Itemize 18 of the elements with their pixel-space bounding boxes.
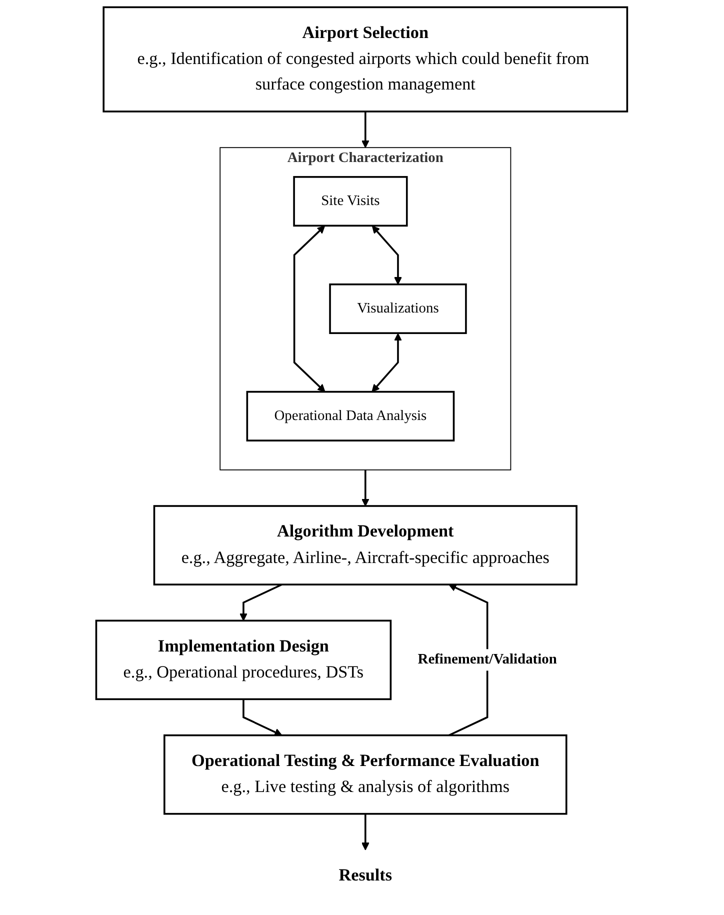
- arrow: [362, 470, 370, 506]
- node-box: Operational Testing & Performance Evaluation e.g., Live testing & analysis of algorithms: [164, 734, 568, 815]
- arrow: [294, 226, 326, 392]
- arrow: [362, 814, 370, 850]
- edge-label: Refinement/Validation: [418, 652, 558, 668]
- arrow: [448, 584, 489, 736]
- arrow: [242, 699, 282, 736]
- arrow: [362, 112, 370, 148]
- node-box: Visualizations: [329, 283, 468, 334]
- arrow: [372, 333, 402, 392]
- node-box: Site Visits: [293, 176, 408, 227]
- arrow: [372, 226, 402, 285]
- node-text: Results: [338, 866, 392, 886]
- node-box: Implementation Design e.g., Operational procedures, DSTs: [96, 620, 392, 700]
- node-box: Airport Selection e.g., Identification of congested airports which could benefit from surface congestion management: [102, 6, 628, 112]
- arrow: [240, 584, 283, 621]
- node-box: Operational Data Analysis: [246, 390, 455, 442]
- node-box: Algorithm Development e.g., Aggregate, Airline-, Aircraft-specific approaches: [154, 505, 578, 586]
